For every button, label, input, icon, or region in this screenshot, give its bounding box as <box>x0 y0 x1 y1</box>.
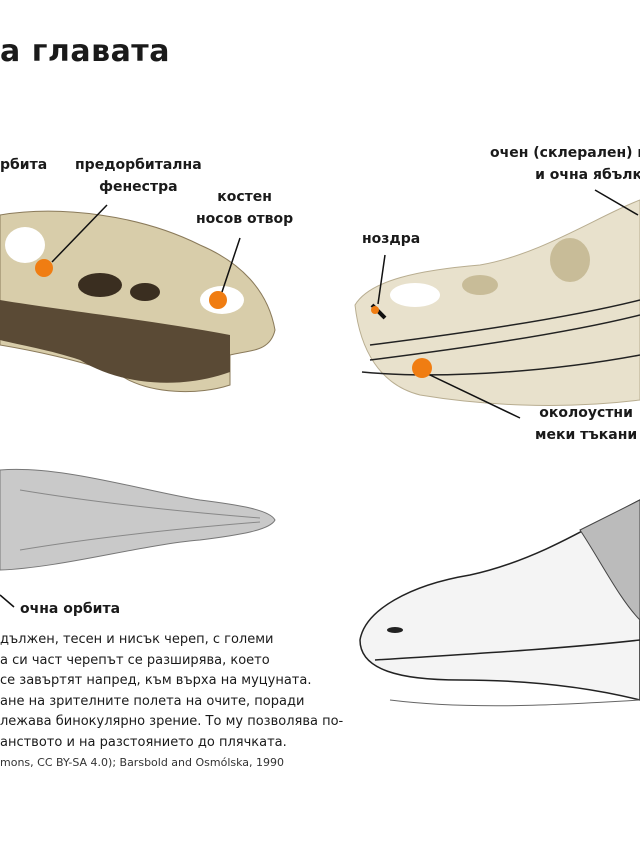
marker-dot <box>209 291 227 309</box>
label-orbit-bottom: очна орбита <box>20 601 121 617</box>
head-life-reconstruction <box>359 499 640 707</box>
skull-lateral-reconstruction <box>354 199 640 406</box>
body-text: дължен, тесен и нисък череп, с големи а … <box>0 630 343 774</box>
marker-dot <box>412 358 432 378</box>
marker-dot <box>35 259 53 277</box>
skull-dorsal-view <box>0 468 276 571</box>
skull-lateral-fossil <box>0 210 276 392</box>
label-scleral-ring: очен (склерален) при очна ябълк <box>490 145 640 183</box>
page-title: а главата <box>0 34 170 69</box>
label-nostril: ноздра <box>362 231 421 247</box>
label-orbit: рбита <box>0 157 48 173</box>
image-credit: mons, CC BY-SA 4.0); Barsbold and Osmóls… <box>0 756 285 769</box>
marker-dot <box>371 306 379 314</box>
